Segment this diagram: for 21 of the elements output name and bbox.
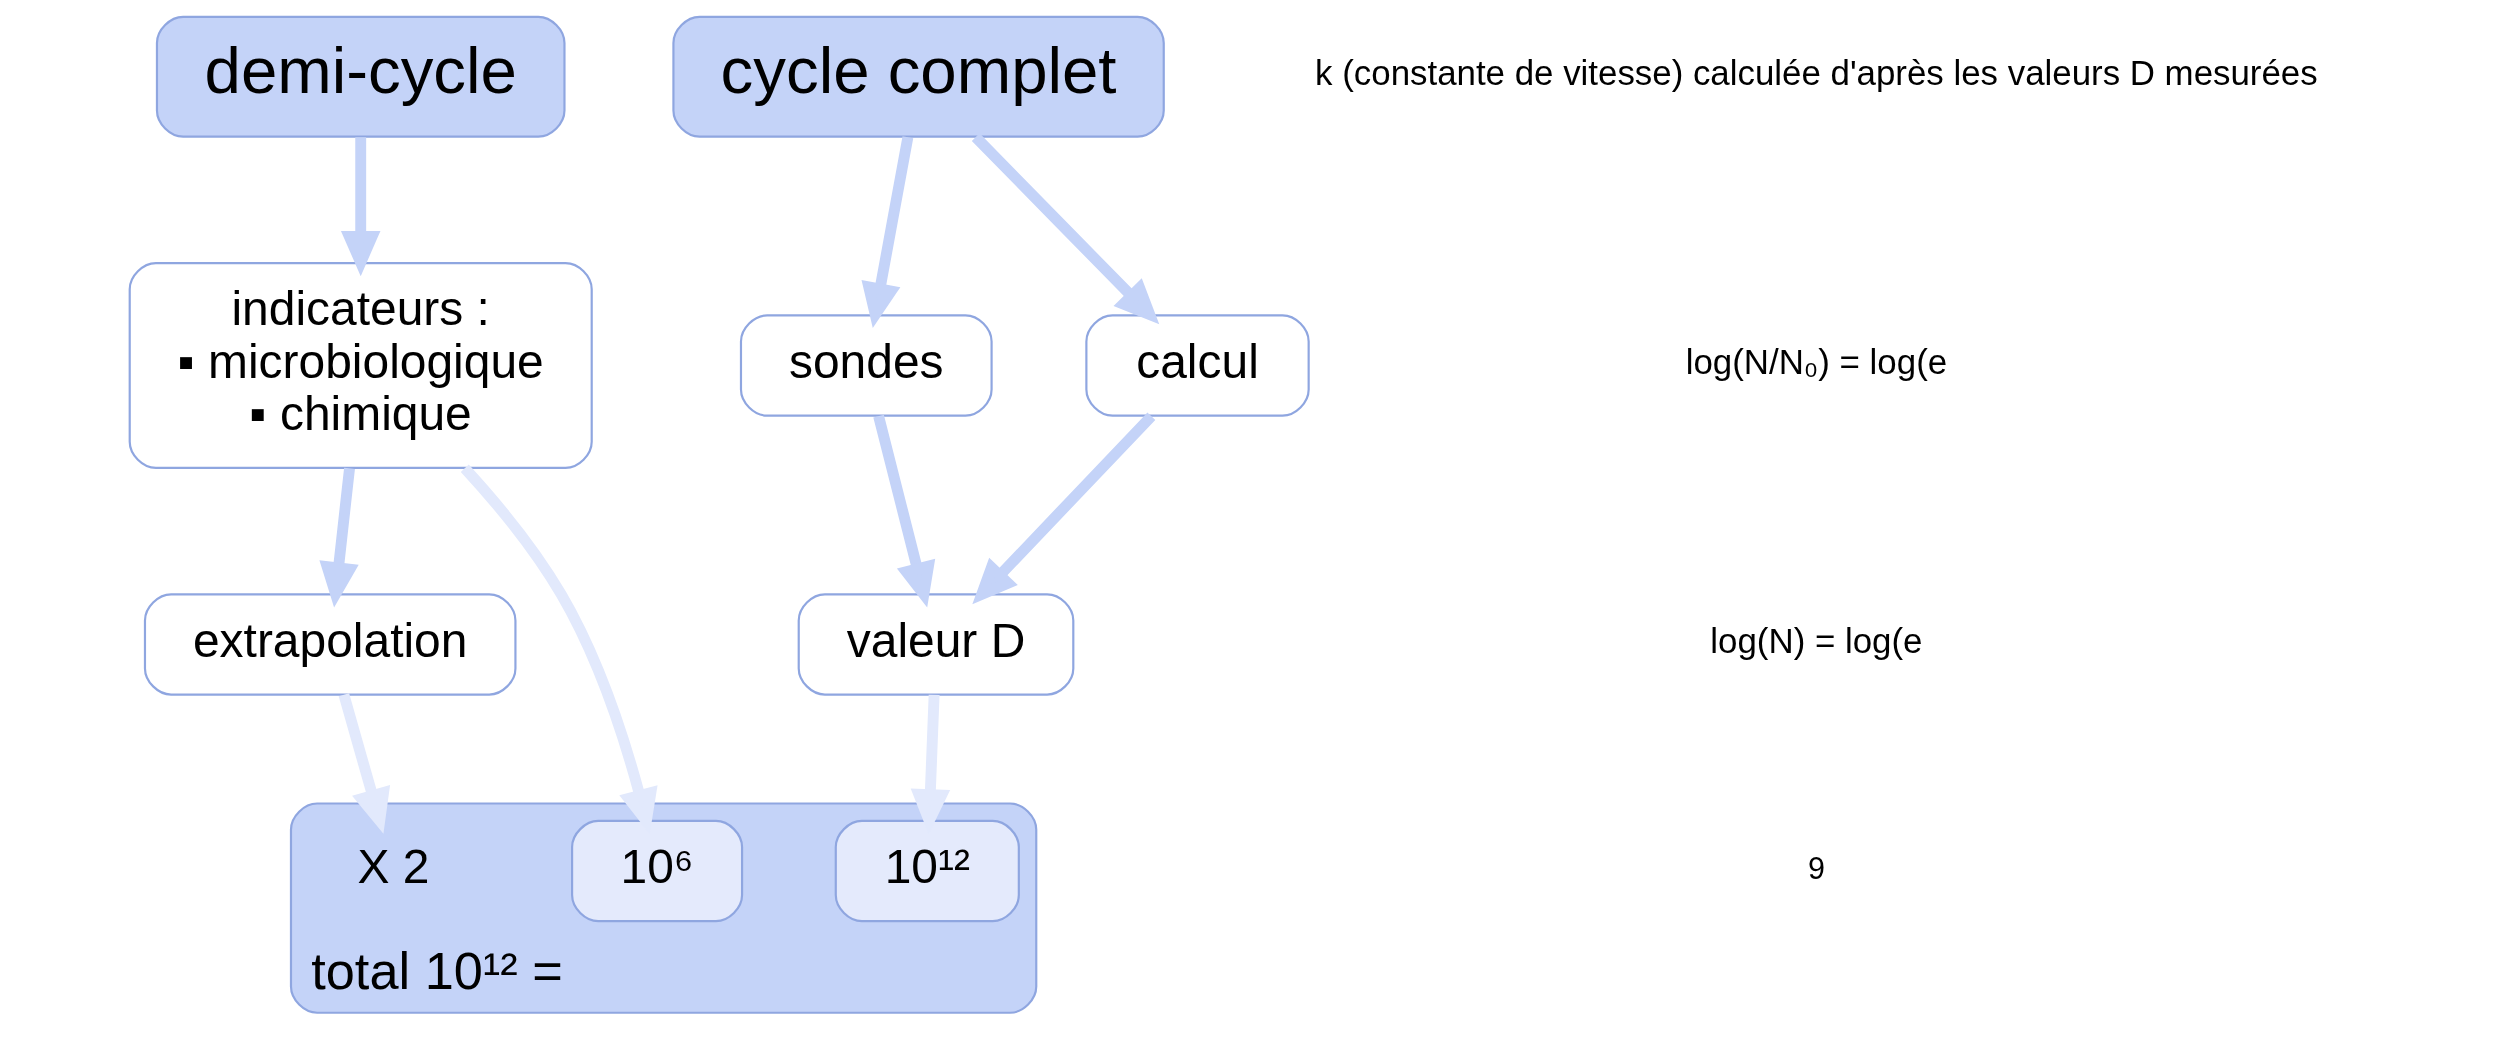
arrow xyxy=(340,137,380,277)
node-box: cycle complet xyxy=(671,15,1165,138)
node-box: extrapolation xyxy=(143,593,516,696)
node-text: X 2 xyxy=(356,840,429,894)
node-box: sondes xyxy=(739,314,993,417)
arrow xyxy=(338,693,390,834)
label: 9 xyxy=(1807,851,1825,886)
arrow xyxy=(318,467,359,608)
node-box: calcul xyxy=(1084,314,1310,417)
node-box: 10⁶ xyxy=(570,819,743,923)
label: log(N/N₀) = log(e xyxy=(1685,341,1947,381)
arrow xyxy=(971,412,1155,605)
arrow xyxy=(861,136,913,328)
node-box: indicateurs : ▪ microbiologique ▪ chimique xyxy=(128,262,593,469)
label: log(N) = log(e xyxy=(1709,620,1922,660)
node-box: valeur D xyxy=(797,593,1074,696)
node-box: demi-cycle xyxy=(155,15,566,138)
arrow xyxy=(872,414,935,608)
label: k (constante de vitesse) calculée d'après les valeurs D mesurées xyxy=(1314,53,2318,93)
node-box: 10¹² xyxy=(834,819,1020,923)
arrow xyxy=(971,133,1159,325)
